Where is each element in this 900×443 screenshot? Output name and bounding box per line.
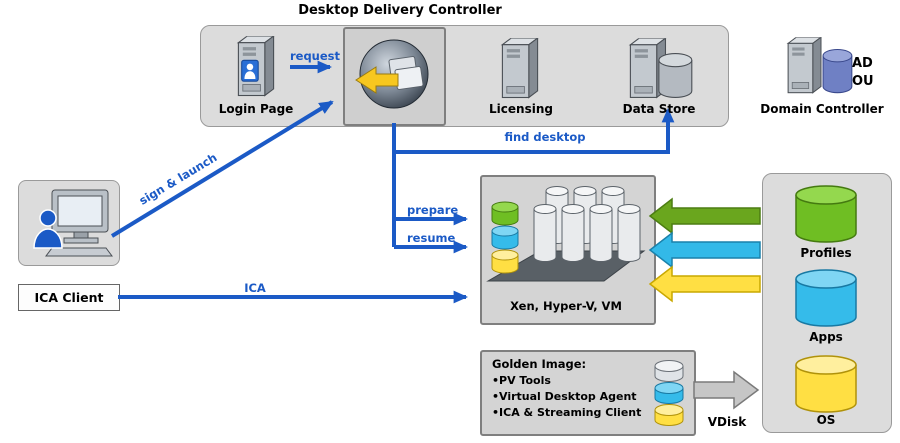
ica-label: ICA [244,281,266,295]
ica-client-label: ICA Client [18,284,120,311]
sign-launch-label: sign & launch [136,150,220,208]
login-page-server-icon [234,36,278,100]
domain-controller-label: Domain Controller [760,102,884,116]
golden-image-title: Golden Image: [492,357,587,371]
golden-image-stack-icon [654,360,684,426]
golden-image-item: •Virtual Desktop Agent [492,390,637,403]
os-block-arrow [648,265,761,303]
domain-controller-icon [787,37,853,94]
profiles-block-arrow [648,197,761,235]
os-cylinder-icon [795,355,857,413]
composed-vm-mini-cylinders [491,201,519,274]
profiles-label: Profiles [800,246,852,260]
vdisk-block-arrow [693,370,760,410]
vdisk-label: VDisk [707,415,747,429]
apps-block-arrow [648,231,761,269]
ou-text: OU [852,74,874,89]
golden-image-item: •PV Tools [492,374,551,387]
apps-label: Apps [809,330,843,344]
prepare-label: prepare [407,203,459,217]
golden-image-item: •ICA & Streaming Client [492,406,642,419]
licensing-server-icon [498,38,542,102]
vm-cylinders-icon [486,186,646,282]
golden-image-box: Golden Image: •PV Tools •Virtual Desktop… [480,350,696,436]
data-store-icon [629,38,693,98]
ddc-globe-icon [355,39,429,109]
find-desktop-label: find desktop [504,130,586,144]
ad-text: AD [852,56,873,71]
os-label: OS [816,413,836,427]
profiles-cylinder-icon [795,185,857,243]
login-page-label: Login Page [218,102,294,116]
ica-client-computer-icon [33,189,113,257]
diagram-title: Desktop Delivery Controller [298,3,502,18]
resume-label: resume [407,231,456,245]
data-store-label: Data Store [622,102,696,116]
licensing-label: Licensing [489,102,553,116]
apps-cylinder-icon [795,269,857,327]
request-label: request [289,49,341,63]
hypervisor-label: Xen, Hyper-V, VM [510,299,622,313]
